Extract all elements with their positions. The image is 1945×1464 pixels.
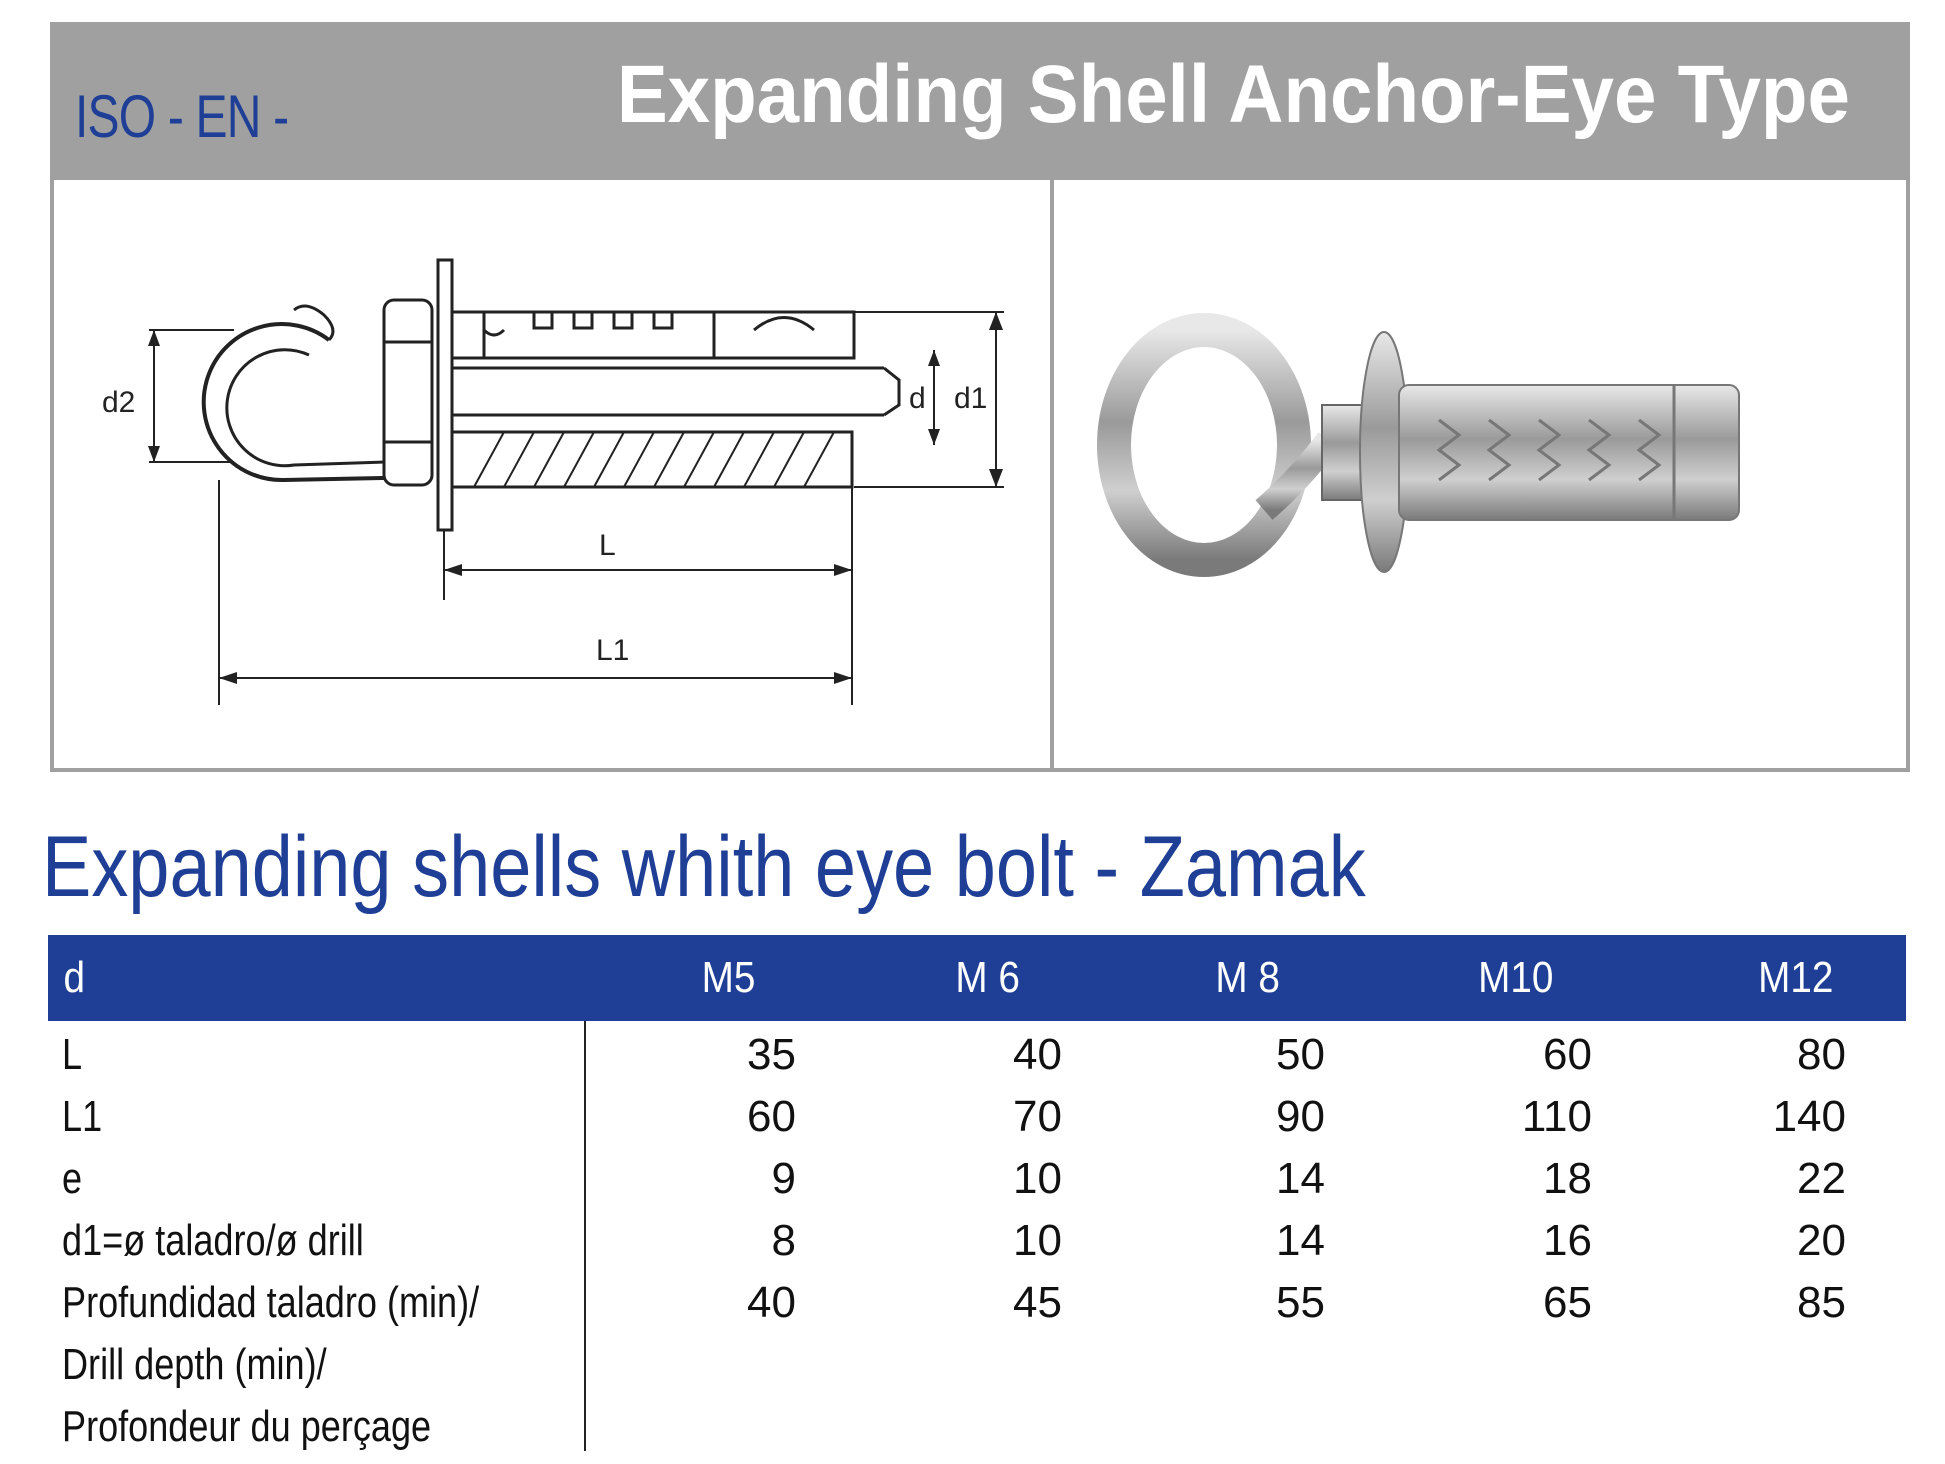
- table-cell: 35: [747, 1030, 796, 1079]
- header-bar: [50, 22, 1910, 180]
- anchor-photo-image: [1097, 313, 1740, 577]
- column-header-m6: M 6: [955, 953, 1020, 1002]
- table-cell: 45: [1013, 1278, 1062, 1327]
- section-title: Expanding shells whith eye bolt - Zamak: [42, 819, 1366, 915]
- table-divider: [584, 1021, 586, 1451]
- column-header-m8: M 8: [1215, 953, 1280, 1002]
- table-cell: 10: [1013, 1154, 1062, 1203]
- label-l1: L1: [596, 634, 629, 667]
- table-cell: 14: [1276, 1216, 1325, 1265]
- table-cell: 140: [1772, 1092, 1846, 1141]
- table-cell: 55: [1276, 1278, 1325, 1327]
- column-header-m10: M10: [1478, 953, 1554, 1002]
- label-d2: d2: [102, 386, 135, 419]
- table-cell: 8: [771, 1216, 796, 1265]
- table-cell: 16: [1543, 1216, 1592, 1265]
- table-cell: 20: [1797, 1216, 1846, 1265]
- table-cell: 65: [1543, 1278, 1592, 1327]
- technical-drawing: d2 d d1 L L1: [102, 258, 1004, 705]
- table-cell: 70: [1013, 1092, 1062, 1141]
- table-cell: 80: [1797, 1030, 1846, 1079]
- table-cell: 22: [1797, 1154, 1846, 1203]
- table-cell: 40: [747, 1278, 796, 1327]
- row-label-e: e: [62, 1154, 83, 1203]
- technical-drawing-panel: d2 d d1 L L1: [50, 180, 1054, 772]
- table-cell: 9: [771, 1154, 796, 1203]
- column-header-m12: M12: [1758, 953, 1834, 1002]
- row-label-depth-en: Drill depth (min)/: [62, 1340, 327, 1389]
- table-cell: 85: [1797, 1278, 1846, 1327]
- table-cell: 10: [1013, 1216, 1062, 1265]
- row-label-depth-es: Profundidad taladro (min)/: [62, 1278, 480, 1327]
- table-cell: 18: [1543, 1154, 1592, 1203]
- row-label-drill: d1=ø taladro/ø drill: [62, 1216, 364, 1265]
- table-cell: 14: [1276, 1154, 1325, 1203]
- table-cell: 50: [1276, 1030, 1325, 1079]
- table-cell: 110: [1521, 1092, 1592, 1141]
- table-cell: 90: [1276, 1092, 1325, 1141]
- column-header-d: d: [63, 953, 86, 1002]
- page-title: Expanding Shell Anchor-Eye Type: [616, 49, 1850, 140]
- table-cell: 60: [1543, 1030, 1592, 1079]
- product-photo-panel: [1050, 180, 1910, 772]
- row-label-depth-fr: Profondeur du perçage: [62, 1402, 432, 1451]
- row-label-l: L: [62, 1030, 83, 1079]
- table-header: d M5 M 6 M 8 M10 M12: [48, 935, 1906, 1021]
- label-l: L: [599, 529, 616, 562]
- label-d: d: [909, 382, 926, 415]
- table-cell: 40: [1013, 1030, 1062, 1079]
- row-label-l1: L1: [62, 1092, 103, 1141]
- column-header-m5: M5: [701, 953, 756, 1002]
- table-cell: 60: [747, 1092, 796, 1141]
- standard-label: ISO - EN -: [75, 83, 289, 150]
- label-d1: d1: [954, 382, 987, 415]
